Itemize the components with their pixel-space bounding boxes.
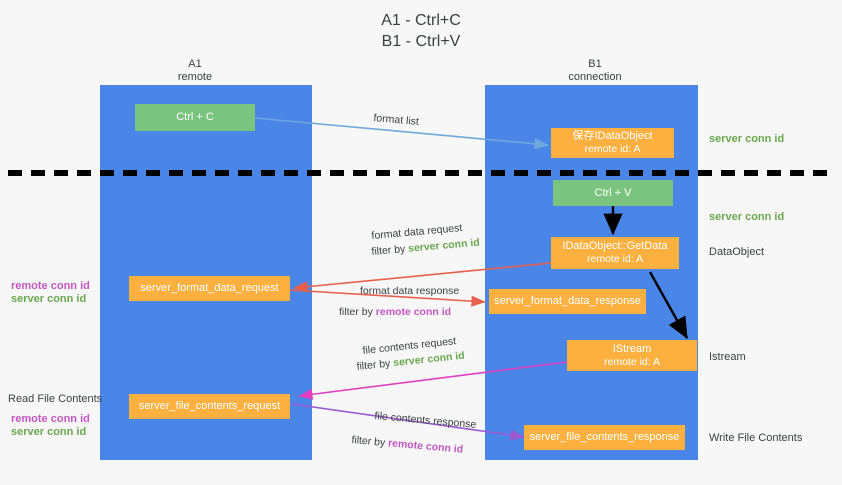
box-istream[interactable]: IStream remote id: A	[567, 340, 697, 371]
wire-format-data-request	[293, 262, 552, 293]
lane-header-b1: B1 connection	[535, 58, 655, 84]
box-save-idataobject-line2: remote id: A	[584, 143, 641, 155]
box-server-file-contents-response[interactable]: server_file_contents_response	[524, 425, 685, 450]
lane-a1-sub: remote	[177, 71, 213, 83]
lane-b1-sub: connection	[568, 71, 622, 83]
box-ctrl-v-label: Ctrl + V	[594, 186, 632, 199]
page-title: A1 - Ctrl+C B1 - Ctrl+V	[0, 10, 842, 52]
box-server-format-data-response-label: server_format_data_response	[494, 295, 641, 307]
box-server-format-data-request[interactable]: server_format_data_request	[129, 276, 290, 301]
note-server-conn-id-low: server conn id	[11, 426, 87, 438]
wire-format-data-response	[289, 289, 486, 307]
box-save-idataobject-line1: 保存IDataObject	[572, 130, 653, 142]
wire-file-contents-request	[298, 361, 568, 400]
note-server-conn-id-mid-left: server conn id	[11, 293, 87, 305]
filter-prefix: filter by	[356, 357, 394, 373]
filter-prefix: filter by	[371, 242, 409, 258]
label-format-data-response-filter: filter by remote conn id	[339, 306, 451, 319]
box-server-file-contents-request[interactable]: server_file_contents_request	[129, 394, 290, 419]
lane-header-a1: A1 remote	[135, 58, 255, 84]
title-line-1: A1 - Ctrl+C	[381, 12, 461, 29]
box-ctrl-c-label: Ctrl + C	[176, 111, 214, 123]
note-dataobject: DataObject	[709, 246, 765, 258]
note-remote-conn-id-low: remote conn id	[11, 413, 90, 425]
title-line-2: B1 - Ctrl+V	[381, 33, 461, 50]
wire-file-contents-response	[291, 403, 525, 441]
box-server-format-data-response[interactable]: server_format_data_response	[489, 289, 646, 314]
wire-format-list	[254, 117, 549, 150]
box-getdata-line1: IDataObject::GetData	[562, 240, 668, 252]
box-save-idataobject[interactable]: 保存IDataObject remote id: A	[551, 128, 674, 158]
box-ctrl-c[interactable]: Ctrl + C	[135, 104, 255, 131]
filter-key-remote-conn-id: remote conn id	[375, 306, 452, 318]
note-remote-conn-id-mid: remote conn id	[11, 280, 90, 292]
box-server-format-data-request-label: server_format_data_request	[140, 282, 279, 294]
box-ctrl-v[interactable]: Ctrl + V	[553, 180, 673, 206]
wire-getdata-to-istream	[648, 271, 689, 340]
note-server-conn-id-top: server conn id	[709, 133, 785, 145]
lane-b1-name: B1	[588, 58, 602, 70]
box-idataobject-getdata[interactable]: IDataObject::GetData remote id: A	[551, 237, 679, 269]
box-server-file-contents-request-label: server_file_contents_request	[138, 400, 281, 412]
filter-prefix: filter by	[350, 434, 389, 450]
note-istream: Istream	[709, 351, 746, 363]
note-server-conn-id-mid: server conn id	[709, 211, 785, 223]
note-read-file-contents: Read File Contents	[8, 393, 103, 405]
box-getdata-line2: remote id: A	[586, 253, 644, 265]
label-format-data-response: format data response	[360, 285, 460, 297]
box-istream-line1: IStream	[612, 342, 652, 355]
box-istream-line2: remote id: A	[603, 355, 661, 368]
filter-prefix: filter by	[339, 306, 376, 318]
note-write-file-contents: Write File Contents	[709, 432, 803, 444]
box-server-file-contents-response-label: server_file_contents_response	[529, 431, 680, 443]
lane-a1-name: A1	[188, 58, 202, 70]
